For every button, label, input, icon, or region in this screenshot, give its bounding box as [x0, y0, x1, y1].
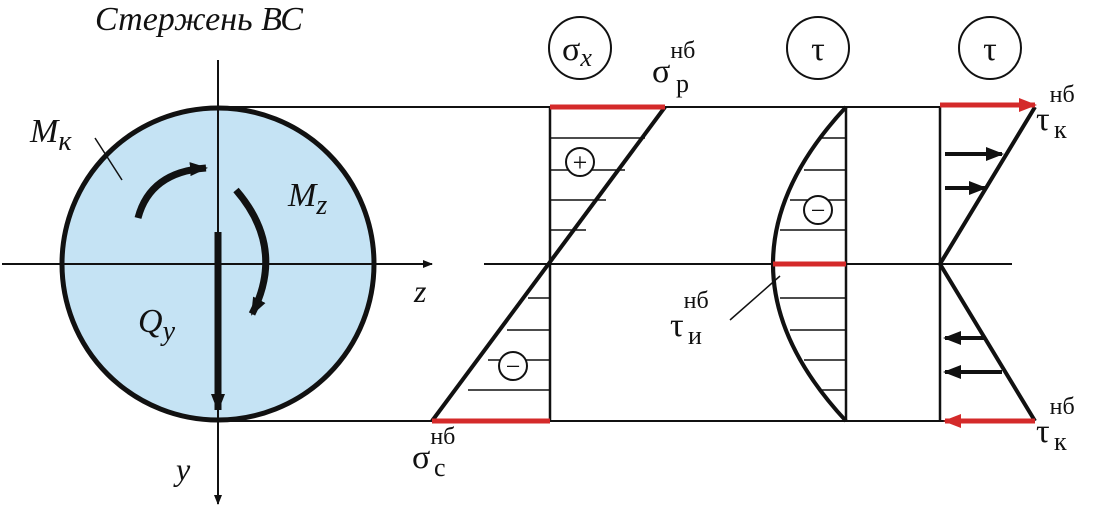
torsion-moment-label: Mк [29, 113, 72, 157]
tau-bending-header: τ [811, 31, 825, 68]
bending-moment-arrow [233, 187, 270, 316]
tau-bending-leader [729, 275, 781, 321]
bending-moment-label: Mz [287, 177, 327, 221]
z-axis-label: z [413, 273, 427, 309]
diagram-title: Стержень ВС [95, 1, 303, 38]
sigma-stress-line [430, 105, 667, 423]
sigma-plus-sign [565, 147, 595, 177]
tau-torsion-header-circle [958, 16, 1022, 80]
shear-force-label: Qy [138, 303, 176, 347]
y-axis-label: y [173, 451, 191, 487]
tau-bending-header-circle [786, 16, 850, 80]
sigma-header: σx [562, 31, 592, 72]
cross-section: Mк Mz Qy z y [2, 60, 433, 505]
sigma-minus-text: − [506, 352, 521, 381]
sigma-minus-sign [498, 351, 528, 381]
tau-bending-minus-sign [803, 195, 833, 225]
tau-torsion-header: τ [983, 31, 997, 68]
tau-bending-minus-text: − [811, 196, 826, 225]
torsion-label-leader [94, 137, 123, 181]
sigma-plus-text: + [573, 148, 588, 177]
sigma-header-circle [548, 16, 612, 80]
torsion-moment-arrow [134, 162, 208, 219]
